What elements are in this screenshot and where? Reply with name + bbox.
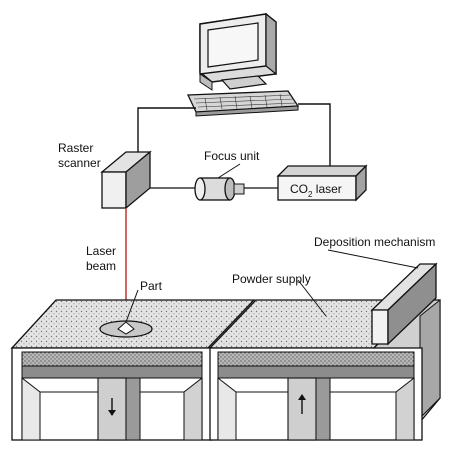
- laser-beam-label: Laser: [86, 244, 116, 258]
- co2-laser-prefix: CO: [290, 182, 308, 196]
- build-powder-layer: [21, 351, 203, 367]
- co2-laser-suffix: laser: [312, 182, 341, 196]
- raster-scanner-label: Raster: [58, 141, 93, 155]
- deposition-mechanism-label: Deposition mechanism: [314, 235, 435, 249]
- co2-laser-subscript: 2: [308, 190, 313, 199]
- co2-laser: [276, 164, 368, 202]
- part-label: Part: [140, 279, 163, 293]
- raster-scanner: [100, 150, 152, 210]
- focus-unit-label: Focus unit: [204, 149, 260, 163]
- laser-beam-label-2: beam: [86, 259, 116, 273]
- supply-powder-layer: [217, 351, 415, 367]
- keyboard-icon: [186, 90, 300, 117]
- powder-supply-label: Powder supply: [232, 272, 311, 286]
- supply-piston-plate: [217, 365, 415, 379]
- focus-unit: [194, 177, 245, 201]
- build-machine: [10, 298, 441, 441]
- computer-monitor-icon: [199, 12, 277, 91]
- arrow-up-icon: [298, 394, 306, 414]
- build-piston-plate: [21, 365, 203, 379]
- arrow-down-icon: [108, 398, 116, 416]
- leader-lines: [125, 163, 419, 323]
- connection-cables: [137, 103, 331, 168]
- raster-scanner-label-2: scanner: [58, 156, 101, 170]
- deposition-mechanism: [370, 262, 438, 346]
- part: [99, 320, 153, 338]
- co2-laser-label: CO2 laser: [290, 182, 342, 199]
